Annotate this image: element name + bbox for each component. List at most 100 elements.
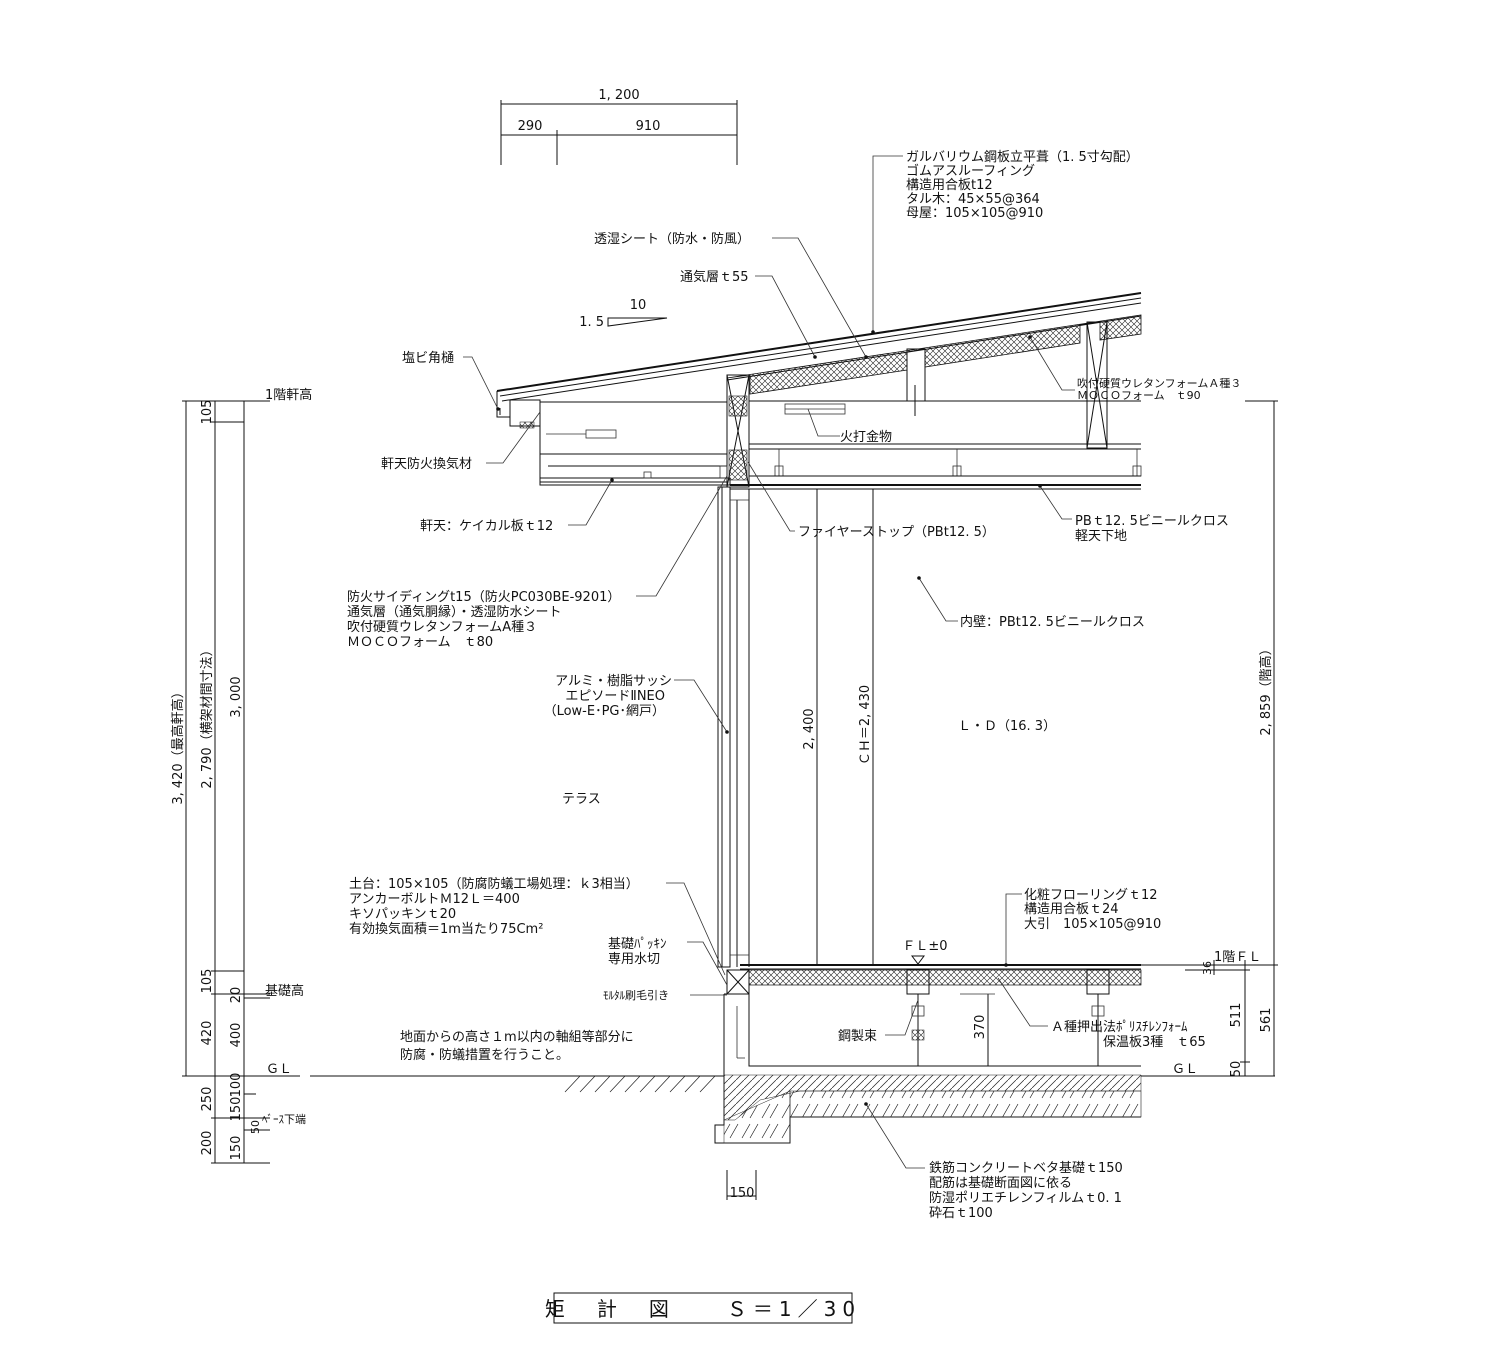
dim-105b: 105 — [200, 969, 215, 994]
sash-2: （Low-E･PG･網戸） — [544, 704, 665, 719]
roof-note-1: ゴムアスルーフィング — [906, 163, 1035, 179]
dim-50-left: 50 — [249, 1120, 262, 1134]
moisture-sheet-label: 透湿シート（防水・防風） — [594, 231, 750, 247]
roof — [496, 292, 1142, 490]
sill-0: 土台：105×105（防腐防蟻工場処理：ｋ3相当） — [349, 876, 639, 892]
sash-0: アルミ・樹脂サッシ — [555, 674, 672, 689]
dim-561: 561 — [1259, 1008, 1274, 1033]
floor-notes: 化粧フローリングｔ12 構造用合板ｔ24 大引 105×105@910 — [1024, 888, 1161, 932]
dim-3000: 3, 000 — [229, 676, 244, 717]
foundation — [310, 993, 1275, 1144]
fire-stop-label: ファイヤーストップ（PBt12. 5） — [798, 525, 995, 540]
drawing-title: 矩 計 図 Ｓ＝1／30 — [545, 1297, 861, 1321]
steel-post-label: 鋼製束 — [838, 1029, 877, 1044]
right-dimensions: 1階ＦＬ ＧＬ 2, 859（階高） 36 511 561 50 — [1141, 400, 1278, 1078]
dim-100: 100 — [229, 1073, 244, 1098]
floor-1: 構造用合板ｔ24 — [1024, 902, 1119, 917]
foundation-3: 砕石ｔ100 — [929, 1206, 993, 1221]
packing-0: 基礎ﾊﾟｯｷﾝ — [608, 937, 667, 952]
siding-notes: 防火サイディングt15（防火PC030BE-9201） 通気層（通気胴縁）・透湿… — [347, 589, 620, 650]
interior-dims: 2, 400 ＣＨ＝2, 430 370 ＦＬ±0 150 — [726, 489, 995, 1201]
dim-910: 910 — [636, 119, 661, 134]
gutter-label: 塩ビ角樋 — [402, 350, 454, 366]
label-fl-right: 1階ＦＬ — [1214, 950, 1261, 965]
roof-note-0: ガルバリウム鋼板立平葺（1. 5寸勾配） — [906, 150, 1139, 165]
label-base-bottom: ﾍﾞｰｽ下端 — [262, 1113, 306, 1126]
fl-mark: ＦＬ±0 — [902, 939, 947, 954]
siding-1: 通気層（通気胴縁）・透湿防水シート — [347, 604, 562, 620]
room-label: Ｌ・Ｄ（16. 3） — [958, 719, 1056, 734]
dim-420: 420 — [200, 1021, 215, 1046]
dim-20: 20 — [229, 987, 244, 1004]
dim-250: 250 — [200, 1087, 215, 1112]
dim-3420: 3, 420（最高軒高） — [170, 685, 186, 804]
dim-400: 400 — [229, 1023, 244, 1048]
leaders — [463, 155, 1075, 1169]
ceiling-1: 軽天下地 — [1075, 529, 1127, 544]
title-block: 矩 計 図 Ｓ＝1／30 — [545, 1292, 861, 1324]
dim-ch: ＣＨ＝2, 430 — [858, 685, 873, 765]
wall — [717, 486, 750, 968]
siding-0: 防火サイディングt15（防火PC030BE-9201） — [347, 589, 620, 605]
roof-note-3: タル木：45×55@364 — [906, 192, 1040, 207]
dim-2400: 2, 400 — [802, 708, 817, 749]
sill-2: キソパッキンｔ20 — [349, 907, 456, 922]
slope-symbol: 10 1. 5 — [579, 298, 668, 330]
floor-2: 大引 105×105@910 — [1024, 917, 1161, 932]
foundation-0: 鉄筋コンクリートベタ基礎ｔ150 — [929, 1160, 1123, 1176]
sill-notes: 土台：105×105（防腐防蟻工場処理：ｋ3相当） アンカーボルトＭ12Ｌ＝40… — [349, 876, 639, 937]
floor-insulation-0: Ａ種押出法ﾎﾟﾘｽﾁﾚﾝﾌｫｰﾑ — [1051, 1019, 1188, 1035]
floor — [726, 964, 1142, 1067]
roof-insulation-0: 吹付硬質ウレタンフォームＡ種３ — [1077, 376, 1241, 390]
dim-200: 200 — [200, 1131, 215, 1156]
label-eave: 1階軒高 — [265, 387, 312, 403]
ground-note-1: 防腐・防蟻措置を行うこと。 — [400, 1047, 569, 1063]
sash-notes: アルミ・樹脂サッシ エピソードⅡNEO （Low-E･PG･網戸） — [544, 674, 672, 719]
slope-rise: 1. 5 — [579, 315, 604, 330]
label-foundation: 基礎高 — [265, 983, 304, 999]
floor-0: 化粧フローリングｔ12 — [1024, 888, 1158, 903]
vent-layer-label: 通気層ｔ55 — [680, 269, 749, 285]
siding-3: ＭＯＣＯフォーム ｔ80 — [347, 635, 493, 650]
dim-50-right: 50 — [1229, 1061, 1244, 1078]
ground-note-0: 地面からの高さ１m以内の軸組等部分に — [400, 1029, 634, 1045]
dim-150a: 150 — [229, 1097, 244, 1122]
slope-run: 10 — [630, 298, 647, 313]
dim-511: 511 — [1229, 1003, 1244, 1028]
dim-150b: 150 — [229, 1136, 244, 1161]
roof-notes: ガルバリウム鋼板立平葺（1. 5寸勾配） ゴムアスルーフィング 構造用合板t12… — [906, 150, 1139, 221]
label-gl-left: ＧＬ — [266, 1062, 292, 1077]
label-gl-right: ＧＬ — [1172, 1062, 1198, 1077]
dim-2790: 2, 790（横架材間寸法） — [200, 643, 215, 788]
roof-insulation-1: ＭＯＣＯフォーム ｔ90 — [1077, 389, 1201, 402]
eave — [496, 391, 731, 486]
dim-105a: 105 — [200, 400, 215, 425]
sash-1: エピソードⅡNEO — [565, 689, 665, 704]
ceiling-0: PBｔ12. 5ビニールクロス — [1075, 514, 1229, 529]
dim-2859: 2, 859（階高） — [1258, 642, 1274, 735]
roof-note-2: 構造用合板t12 — [906, 178, 993, 193]
soffit-vent-label: 軒天防火換気材 — [381, 456, 472, 472]
dim-290: 290 — [518, 119, 543, 134]
foundation-1: 配筋は基礎断面図に依る — [929, 1175, 1072, 1191]
roof-note-4: 母屋：105×105@910 — [906, 206, 1043, 221]
left-dimensions: 1階軒高 基礎高 ＧＬ ﾍﾞｰｽ下端 3, 420（最高軒高） 2, 790（横… — [170, 387, 312, 1164]
terrace-label: テラス — [562, 792, 601, 807]
packing-1: 専用水切 — [608, 952, 660, 967]
dim-36: 36 — [1201, 961, 1214, 975]
sill-1: アンカーボルトＭ12Ｌ＝400 — [349, 892, 520, 907]
floor-insulation-1: 保温板3種 ｔ65 — [1103, 1034, 1206, 1050]
top-dimension: 1, 200 290 910 — [500, 88, 738, 165]
siding-2: 吹付硬質ウレタンフォームA種３ — [347, 619, 537, 635]
mortar-label: ﾓﾙﾀﾙ刷毛引き — [603, 988, 669, 1002]
dim-370: 370 — [973, 1015, 988, 1040]
foundation-2: 防湿ポリエチレンフィルムｔ0. 1 — [929, 1190, 1122, 1206]
foundation-notes: 鉄筋コンクリートベタ基礎ｔ150 配筋は基礎断面図に依る 防湿ポリエチレンフィル… — [929, 1160, 1123, 1221]
sill-3: 有効換気面積＝1m当たり75Cm² — [349, 921, 543, 937]
inner-wall-label: 内壁：PBt12. 5ビニールクロス — [960, 614, 1145, 630]
fire-hardware-label: 火打金物 — [840, 429, 892, 445]
dim-1200: 1, 200 — [598, 88, 639, 103]
dim-150-bottom: 150 — [730, 1186, 755, 1201]
soffit-label: 軒天：ケイカル板ｔ12 — [420, 519, 553, 534]
